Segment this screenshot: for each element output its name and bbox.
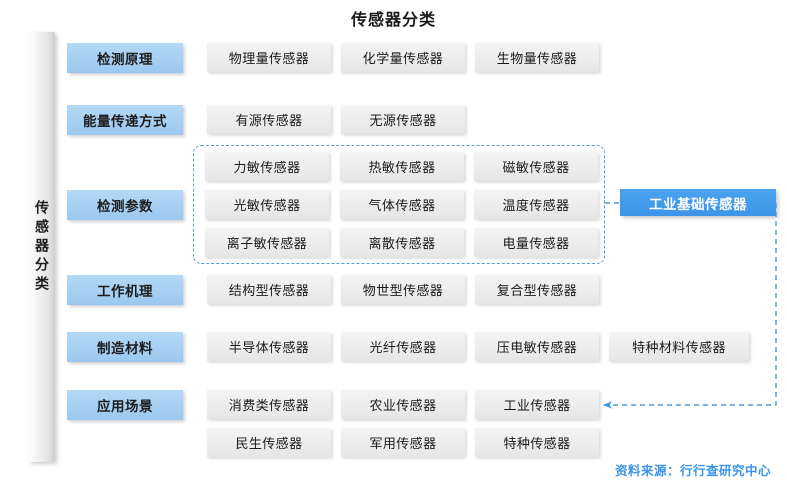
item-force-sensitive-sensor[interactable]: 力敏传感器	[205, 152, 329, 181]
item-chemical-quantity-sensor[interactable]: 化学量传感器	[341, 43, 465, 72]
item-special-sensor[interactable]: 特种传感器	[475, 428, 599, 457]
root-spine-label: 传感器分类	[34, 199, 50, 295]
category-working-mechanism[interactable]: 工作机理	[67, 275, 183, 305]
category-application-scene[interactable]: 应用场景	[67, 390, 183, 420]
item-consumer-sensor[interactable]: 消费类传感器	[207, 390, 331, 419]
source-note: 资料来源：行行查研究中心	[614, 464, 771, 478]
item-special-material-sensor[interactable]: 特种材料传感器	[609, 332, 749, 361]
item-magnetic-sensitive-sensor[interactable]: 磁敏传感器	[474, 152, 598, 181]
connector-callout-to-industrial-sensor	[603, 203, 777, 409]
item-composite-sensor[interactable]: 复合型传感器	[475, 275, 599, 304]
item-electric-quantity-sensor[interactable]: 电量传感器	[474, 228, 598, 257]
item-physical-quantity-sensor[interactable]: 物理量传感器	[207, 43, 331, 72]
item-industrial-sensor[interactable]: 工业传感器	[475, 390, 599, 419]
item-piezoelectric-sensor[interactable]: 压电敏传感器	[475, 332, 599, 361]
item-photo-sensitive-sensor[interactable]: 光敏传感器	[205, 190, 329, 219]
category-detection-principle[interactable]: 检测原理	[67, 43, 183, 73]
item-discrete-sensor[interactable]: 离散传感器	[340, 228, 464, 257]
item-semiconductor-sensor[interactable]: 半导体传感器	[207, 332, 331, 361]
item-livelihood-sensor[interactable]: 民生传感器	[207, 428, 331, 457]
root-spine-bar	[29, 32, 55, 462]
category-manufacturing-material[interactable]: 制造材料	[67, 332, 183, 362]
page-title: 传感器分类	[350, 12, 436, 29]
item-passive-sensor[interactable]: 无源传感器	[341, 105, 465, 134]
item-optical-fiber-sensor[interactable]: 光纤传感器	[341, 332, 465, 361]
item-thermal-sensitive-sensor[interactable]: 热敏传感器	[340, 152, 464, 181]
category-detection-parameter[interactable]: 检测参数	[67, 190, 183, 220]
item-ion-sensitive-sensor[interactable]: 离子敏传感器	[205, 228, 329, 257]
item-gas-sensor[interactable]: 气体传感器	[340, 190, 464, 219]
category-energy-transfer[interactable]: 能量传递方式	[67, 105, 183, 135]
item-biological-quantity-sensor[interactable]: 生物量传感器	[475, 43, 599, 72]
callout-industrial-base-sensor[interactable]: 工业基础传感器	[620, 189, 776, 216]
item-active-sensor[interactable]: 有源传感器	[207, 105, 331, 134]
item-structural-sensor[interactable]: 结构型传感器	[207, 275, 331, 304]
item-temperature-sensor[interactable]: 温度传感器	[474, 190, 598, 219]
item-military-sensor[interactable]: 军用传感器	[341, 428, 465, 457]
item-physical-type-sensor[interactable]: 物世型传感器	[341, 275, 465, 304]
item-agriculture-sensor[interactable]: 农业传感器	[341, 390, 465, 419]
